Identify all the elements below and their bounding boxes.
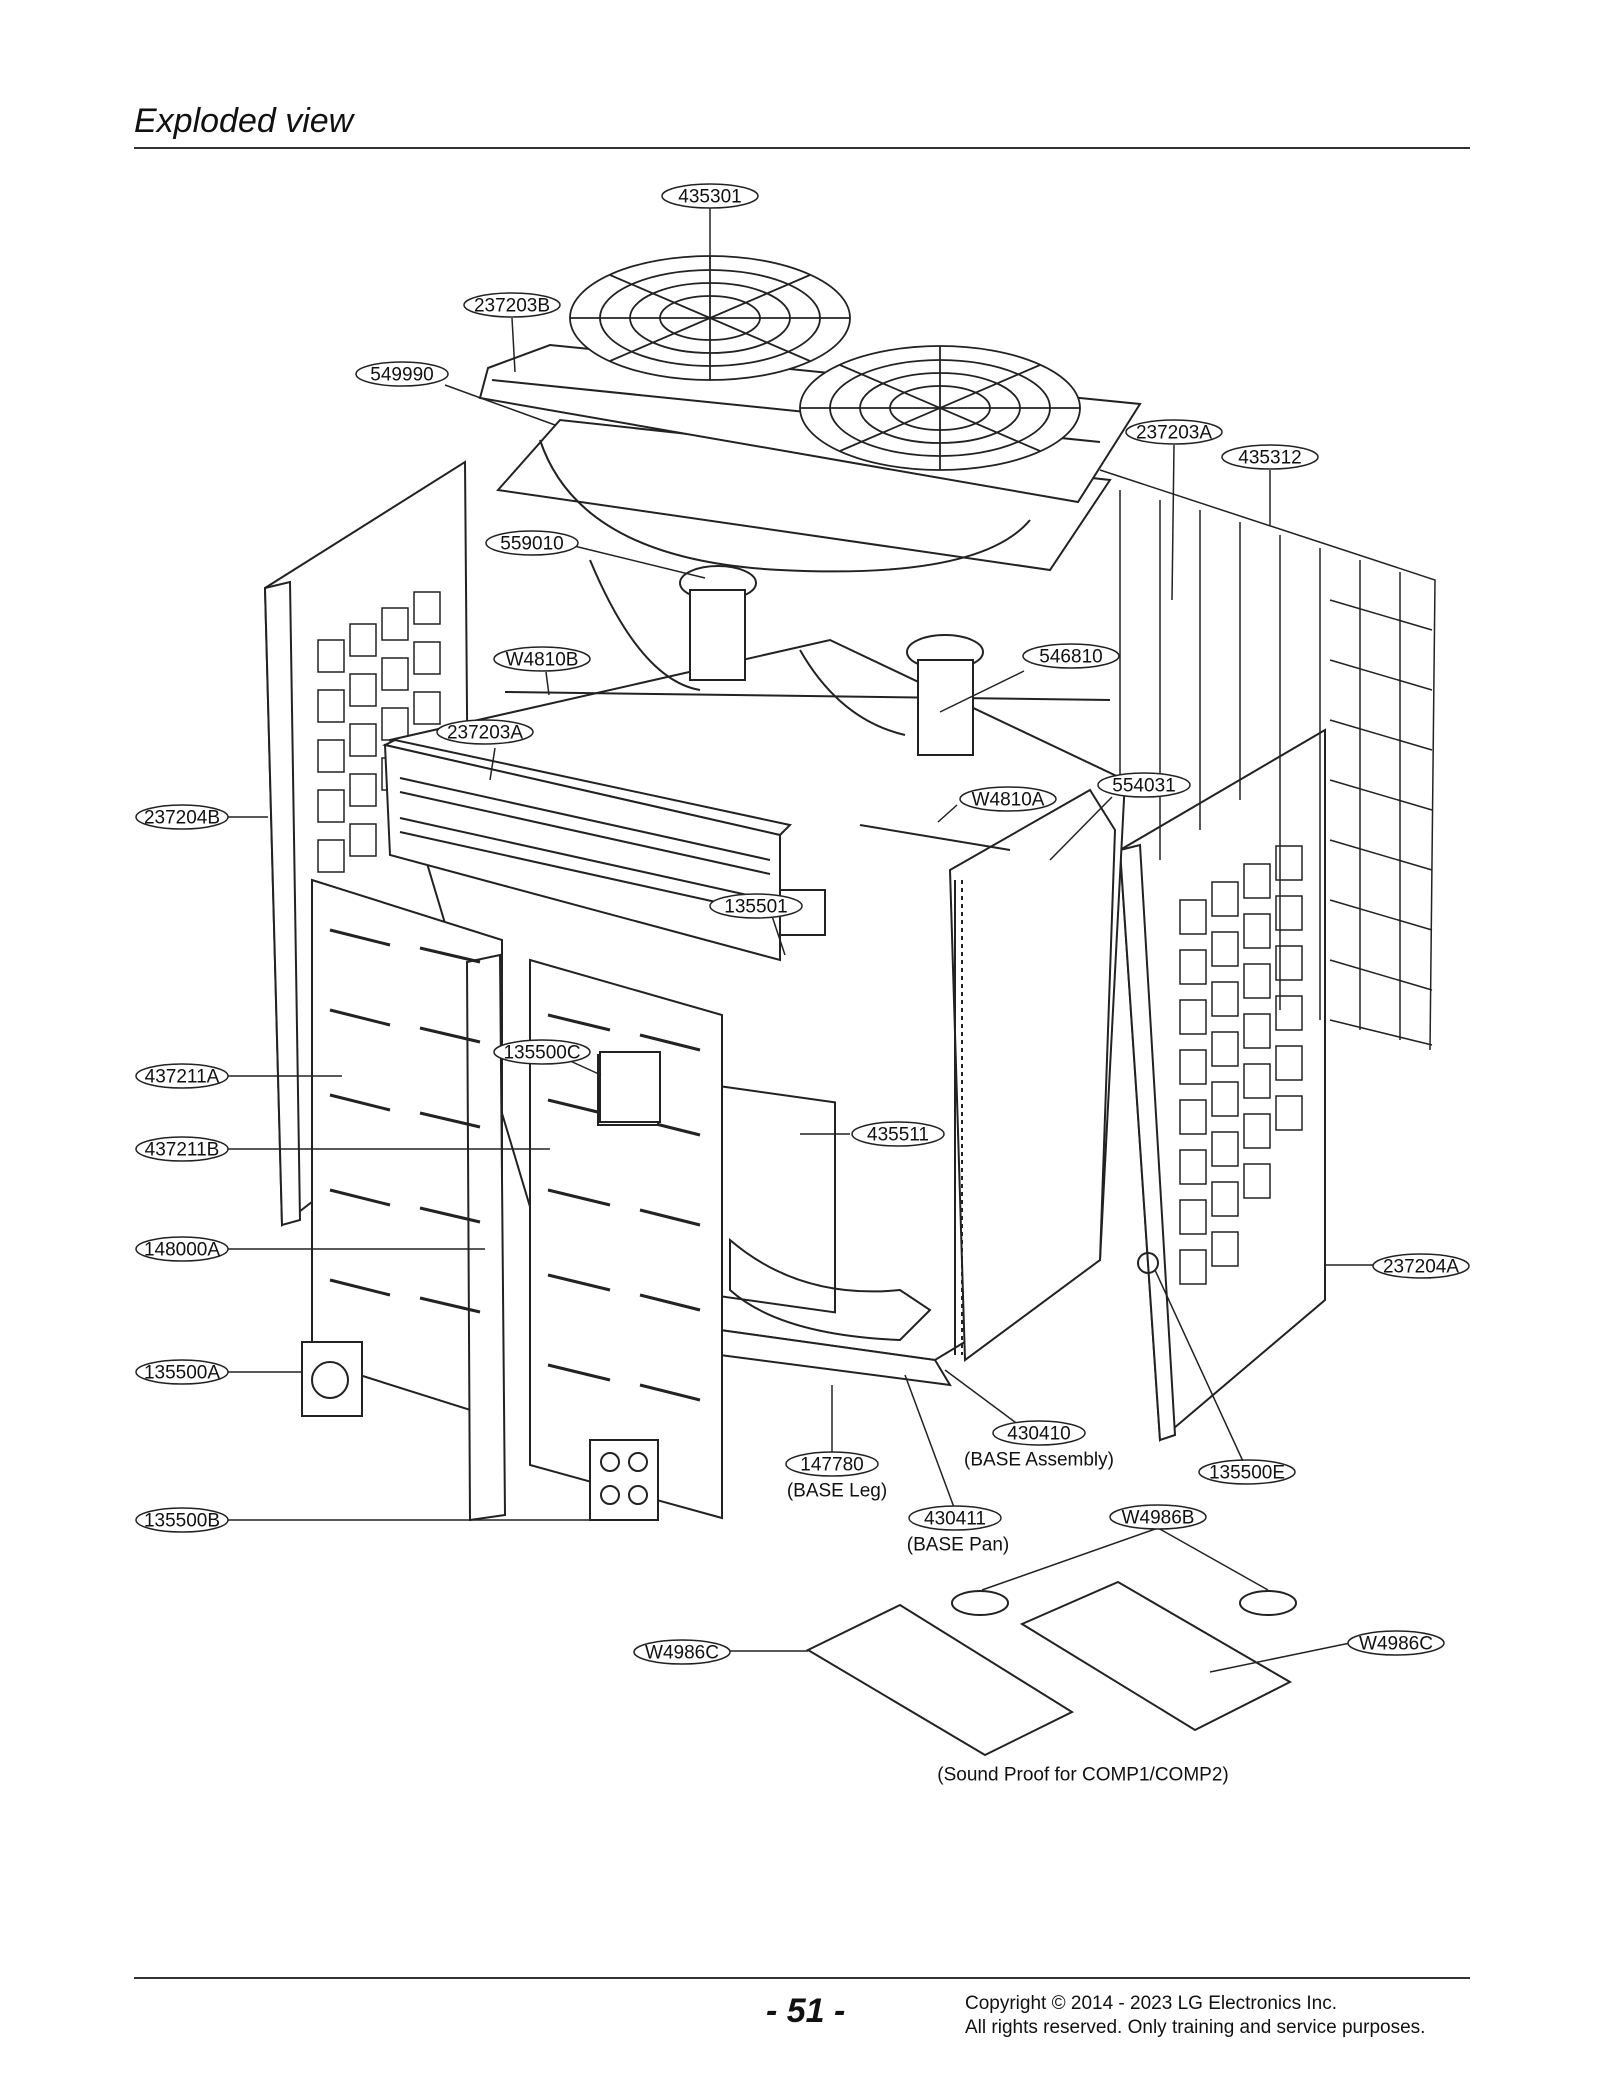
bottom-rule <box>134 1977 1470 1979</box>
upper-frame <box>382 738 793 962</box>
label-437211a: 437211A <box>145 1067 220 1088</box>
stays <box>504 691 1111 851</box>
label-w4986c-right: W4986C <box>1359 1634 1433 1655</box>
fan-motors <box>589 559 984 756</box>
label-147780: 147780 <box>800 1455 863 1476</box>
label-237203a-mid: 237203A <box>447 723 523 744</box>
label-135500e: 135500E <box>1209 1463 1285 1484</box>
label-237203a-top: 237203A <box>1136 423 1212 444</box>
fan-shroud <box>496 418 1112 573</box>
page-title: Exploded view <box>134 102 354 140</box>
label-559010: 559010 <box>500 534 563 555</box>
label-546810: 546810 <box>1039 647 1102 668</box>
label-w4810a: W4810A <box>972 790 1045 811</box>
label-237204a: 237204A <box>1383 1257 1459 1278</box>
label-135500b: 135500B <box>144 1511 220 1532</box>
side-panel-right <box>1118 728 1326 1443</box>
caption-base-leg: (BASE Leg) <box>787 1481 887 1502</box>
label-237204b: 237204B <box>144 808 220 829</box>
label-435301: 435301 <box>678 187 741 208</box>
fan-guards <box>569 255 1081 471</box>
leader-lines <box>227 208 1375 1673</box>
label-w4986b: W4986B <box>1122 1508 1195 1529</box>
rear-wire-guard <box>1099 469 1436 1051</box>
label-237203b: 237203B <box>474 296 550 317</box>
label-148000a: 148000A <box>144 1240 220 1261</box>
page-number: - 51 - <box>766 1992 846 2030</box>
label-430410: 430410 <box>1007 1424 1070 1445</box>
label-549990: 549990 <box>370 365 433 386</box>
label-430411: 430411 <box>924 1509 986 1530</box>
label-w4810b: W4810B <box>506 650 579 671</box>
label-435511: 435511 <box>867 1125 929 1146</box>
label-135500c: 135500C <box>503 1043 580 1064</box>
sound-proof-panels <box>805 1580 1297 1757</box>
label-435312: 435312 <box>1238 448 1301 469</box>
label-w4986c-left: W4986C <box>645 1643 719 1664</box>
copyright-line-1: Copyright © 2014 - 2023 LG Electronics I… <box>965 1993 1338 2014</box>
label-554031: 554031 <box>1112 776 1175 797</box>
caption-sound-proof: (Sound Proof for COMP1/COMP2) <box>937 1765 1228 1786</box>
label-437211b: 437211B <box>145 1140 220 1161</box>
copyright-notice: Copyright © 2014 - 2023 LG Electronics I… <box>965 1992 1425 2040</box>
service-covers <box>301 1051 661 1521</box>
top-rule <box>134 147 1470 149</box>
label-135500a: 135500A <box>144 1363 220 1384</box>
copyright-line-2: All rights reserved. Only training and s… <box>965 2017 1426 2038</box>
callout-ovals <box>135 183 1470 1665</box>
label-135501: 135501 <box>724 897 787 918</box>
caption-base-assembly: (BASE Assembly) <box>964 1450 1114 1471</box>
caption-base-pan: (BASE Pan) <box>907 1535 1009 1556</box>
